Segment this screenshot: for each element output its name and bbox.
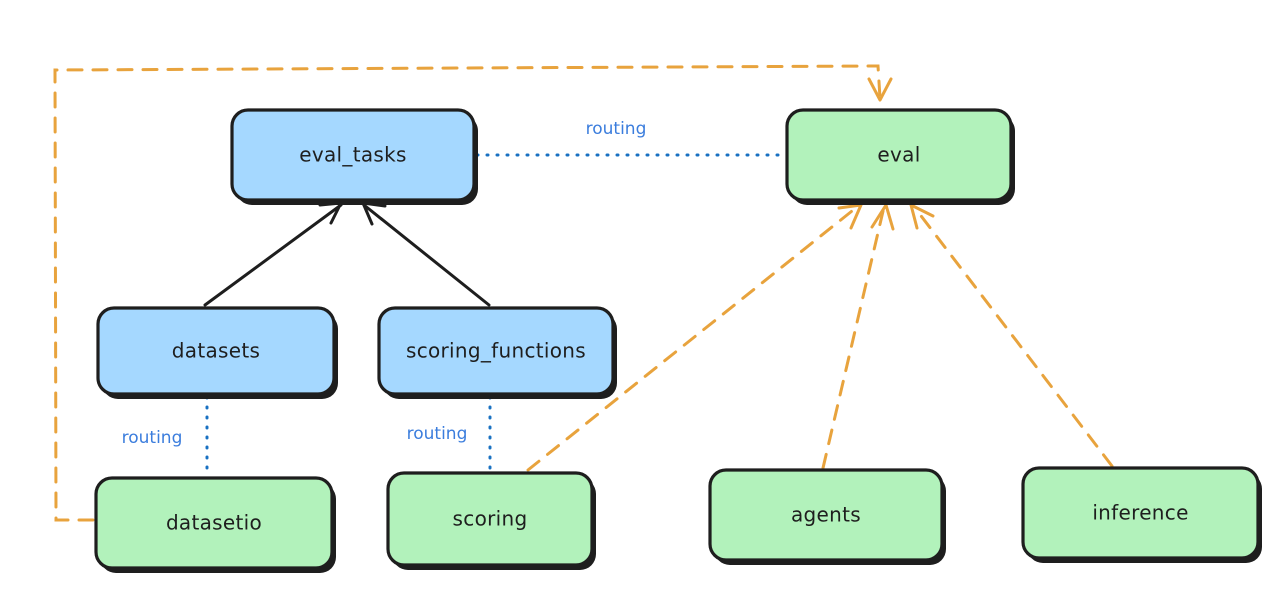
node-scoring[interactable]: scoring xyxy=(386,471,596,570)
node-agents[interactable]: agents xyxy=(708,468,946,565)
edge-scoring_functions-to-eval_tasks xyxy=(361,201,491,307)
nodes-layer: eval_tasks eval datasets scoring_functionsd… xyxy=(94,108,1262,573)
node-box[interactable] xyxy=(94,476,334,570)
node-label: scoring xyxy=(453,507,528,531)
edge-label-routing: routing xyxy=(122,428,183,448)
edge-datasetio-to-eval xyxy=(53,64,893,522)
node-box[interactable] xyxy=(377,306,615,396)
node-label: eval_tasks xyxy=(299,143,406,167)
node-eval_tasks[interactable]: eval_tasks xyxy=(230,108,478,205)
edge-line xyxy=(362,203,491,307)
node-scoring_functions[interactable]: scoring_functions xyxy=(377,306,617,399)
node-datasetio[interactable]: datasetio xyxy=(94,476,336,573)
arrowhead-icon xyxy=(867,77,893,102)
node-label: scoring_functions xyxy=(406,339,586,363)
node-datasets[interactable]: datasets xyxy=(96,306,338,399)
node-box[interactable] xyxy=(386,471,594,567)
node-box[interactable] xyxy=(1021,466,1260,560)
edge-line xyxy=(53,64,882,522)
node-eval[interactable]: eval xyxy=(785,108,1015,205)
edge-agents-to-eval xyxy=(821,203,895,470)
edge-inference-to-eval xyxy=(909,203,1114,468)
node-box[interactable] xyxy=(708,468,944,562)
node-box[interactable] xyxy=(230,108,476,202)
node-box[interactable] xyxy=(785,108,1013,202)
edge-line xyxy=(821,205,886,470)
node-label: eval xyxy=(877,143,920,167)
edge-line xyxy=(203,203,343,307)
edge-label-routing: routing xyxy=(586,119,647,139)
node-box[interactable] xyxy=(96,306,336,396)
node-inference[interactable]: inference xyxy=(1021,466,1262,563)
edge-line xyxy=(526,205,859,472)
node-label: datasetio xyxy=(166,511,262,535)
edge-line xyxy=(913,206,1114,468)
edge-label-routing: routing xyxy=(407,424,468,444)
node-label: inference xyxy=(1092,501,1188,525)
node-label: datasets xyxy=(172,339,260,363)
edge-labels-layer: routing routing routing xyxy=(122,119,647,448)
edge-datasets-to-eval_tasks xyxy=(203,201,343,307)
arrowhead-icon xyxy=(837,203,863,230)
node-label: agents xyxy=(791,503,861,527)
